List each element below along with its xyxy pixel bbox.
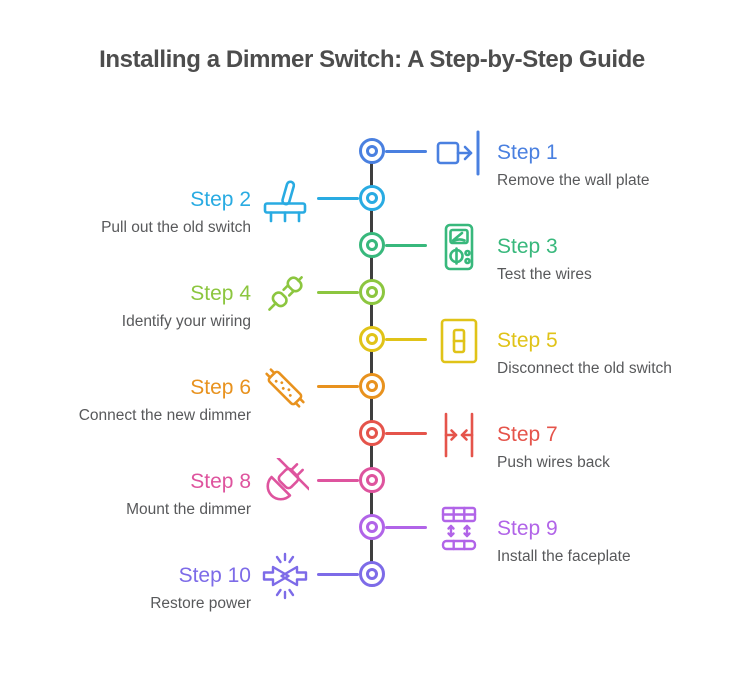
timeline-node-2 bbox=[359, 185, 385, 211]
step-1: Step 1 Remove the wall plate bbox=[385, 116, 650, 189]
timeline-node-core bbox=[366, 333, 378, 345]
multimeter-icon bbox=[444, 223, 474, 271]
page-title: Installing a Dimmer Switch: A Step-by-St… bbox=[99, 46, 645, 73]
step-label: Step 9 bbox=[497, 517, 558, 540]
step-10: Step 10 Restore power bbox=[150, 539, 359, 612]
timeline-node-8 bbox=[359, 467, 385, 493]
connector-line bbox=[317, 572, 359, 576]
switch-plate-icon bbox=[440, 318, 478, 364]
connector-line bbox=[385, 243, 427, 247]
timeline-node-core bbox=[366, 521, 378, 533]
step-4: Step 4 Identify your wiring bbox=[122, 257, 359, 330]
push-inward-arrows-icon bbox=[444, 412, 474, 458]
timeline-node-core bbox=[366, 145, 378, 157]
step-desc: Restore power bbox=[150, 595, 251, 612]
connector-line bbox=[385, 337, 427, 341]
step-desc: Disconnect the old switch bbox=[497, 360, 672, 377]
step-desc: Mount the dimmer bbox=[126, 501, 251, 518]
timeline-node-5 bbox=[359, 326, 385, 352]
timeline-node-core bbox=[366, 286, 378, 298]
connector-line bbox=[385, 149, 427, 153]
connector-line bbox=[317, 478, 359, 482]
timeline-node-core bbox=[366, 568, 378, 580]
step-desc: Pull out the old switch bbox=[101, 219, 251, 236]
connector-line bbox=[317, 196, 359, 200]
timeline-node-4 bbox=[359, 279, 385, 305]
step-7: Step 7 Push wires back bbox=[385, 398, 610, 471]
step-3: Step 3 Test the wires bbox=[385, 210, 592, 283]
step-2: Step 2 Pull out the old switch bbox=[101, 163, 359, 236]
step-desc: Install the faceplate bbox=[497, 548, 631, 565]
step-5: Step 5 Disconnect the old switch bbox=[385, 304, 672, 377]
step-9: Step 9 Install the faceplate bbox=[385, 492, 631, 565]
timeline-node-core bbox=[366, 239, 378, 251]
step-6: Step 6 Connect the new dimmer bbox=[79, 351, 359, 424]
timeline-line bbox=[370, 151, 373, 574]
step-label: Step 7 bbox=[497, 423, 558, 446]
step-desc: Test the wires bbox=[497, 266, 592, 283]
connector-line bbox=[385, 431, 427, 435]
connector-line bbox=[385, 525, 427, 529]
step-8: Step 8 Mount the dimmer bbox=[126, 445, 359, 518]
step-label: Step 1 bbox=[497, 141, 558, 164]
step-desc: Remove the wall plate bbox=[497, 172, 650, 189]
wall-plate-remove-icon bbox=[436, 130, 480, 176]
step-desc: Identify your wiring bbox=[121, 313, 251, 330]
faceplate-grid-icon bbox=[441, 506, 477, 551]
plug-slash-icon bbox=[266, 458, 309, 501]
wire-connector-icon bbox=[265, 368, 305, 408]
timeline-node-3 bbox=[359, 232, 385, 258]
step-label: Step 8 bbox=[190, 470, 251, 493]
timeline-node-core bbox=[366, 380, 378, 392]
step-label: Step 4 bbox=[190, 282, 251, 305]
timeline-node-9 bbox=[359, 514, 385, 540]
toggle-switch-icon bbox=[263, 180, 307, 223]
timeline-node-core bbox=[366, 192, 378, 204]
connector-line bbox=[317, 290, 359, 294]
step-label: Step 6 bbox=[190, 376, 251, 399]
power-restore-icon bbox=[262, 552, 308, 600]
step-label: Step 10 bbox=[178, 564, 251, 587]
step-label: Step 3 bbox=[497, 235, 558, 258]
timeline-node-core bbox=[366, 474, 378, 486]
connector-line bbox=[317, 384, 359, 388]
timeline-node-core bbox=[366, 427, 378, 439]
step-label: Step 5 bbox=[497, 329, 558, 352]
step-desc: Connect the new dimmer bbox=[78, 407, 251, 424]
plug-and-socket-icon bbox=[268, 276, 303, 311]
timeline-node-7 bbox=[359, 420, 385, 446]
timeline-node-6 bbox=[359, 373, 385, 399]
step-label: Step 2 bbox=[190, 188, 251, 211]
timeline-node-1 bbox=[359, 138, 385, 164]
timeline-node-10 bbox=[359, 561, 385, 587]
step-desc: Push wires back bbox=[497, 454, 610, 471]
